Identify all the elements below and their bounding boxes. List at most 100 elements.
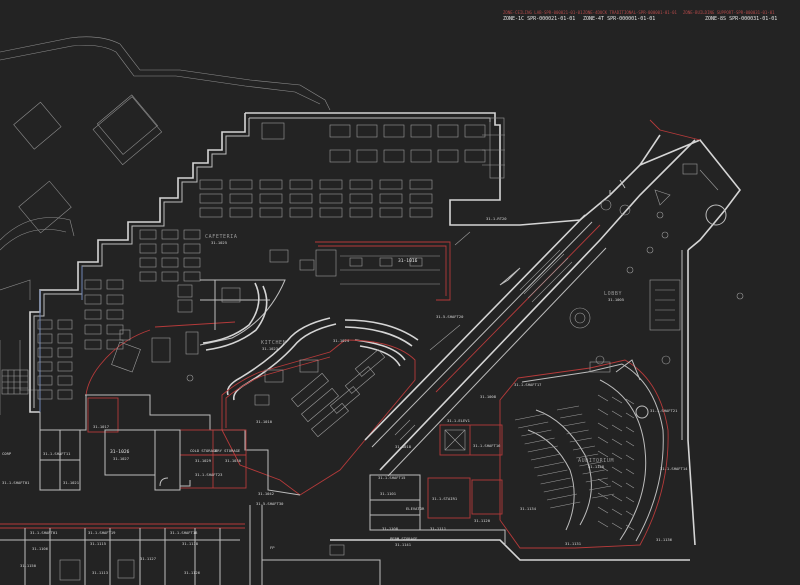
dining-table bbox=[356, 149, 378, 163]
shaft-30-label: 31-5-SHAFT30 bbox=[256, 501, 284, 506]
dining-table bbox=[106, 279, 124, 290]
dining-table bbox=[139, 243, 157, 254]
servery-number: 31-1016 bbox=[398, 258, 418, 264]
dining-table bbox=[57, 319, 73, 330]
shaft-11-label: 31-1-SHAFT11 bbox=[43, 451, 71, 456]
room-1027: 31-1027 bbox=[113, 456, 129, 461]
dining-table bbox=[199, 207, 223, 218]
dining-table bbox=[464, 149, 486, 163]
auditorium-label: AUDITORIUM bbox=[578, 458, 614, 464]
dining-table bbox=[319, 193, 343, 204]
room-1136: 31-1136 bbox=[656, 537, 673, 542]
dining-table bbox=[139, 271, 157, 282]
dining-table bbox=[183, 229, 201, 240]
shaft-17-label: 31-1-SHAFT17 bbox=[514, 382, 541, 387]
dining-table bbox=[383, 124, 405, 138]
shaft-23-label: 31-1-SHAFT23 bbox=[195, 472, 222, 477]
dining-table bbox=[319, 207, 343, 218]
zone-1c-sub: ZONE-CEILING LAB-SPR-000021-01-01 bbox=[503, 10, 583, 15]
dining-table bbox=[464, 124, 486, 138]
room-1101: 31-1101 bbox=[380, 491, 397, 496]
dining-table bbox=[259, 207, 283, 218]
room-1111: 31-1111 bbox=[430, 526, 447, 531]
kitchen-number-3: 31-1024 bbox=[333, 338, 350, 343]
dining-table bbox=[84, 309, 102, 320]
kitchen-number: 31-1023 bbox=[262, 346, 278, 351]
dining-table bbox=[57, 361, 73, 372]
fp-label: FP bbox=[270, 545, 275, 550]
shaft-14-label: 31-1-SHAFT14 bbox=[660, 466, 688, 471]
dining-table bbox=[349, 207, 373, 218]
dining-table bbox=[437, 124, 459, 138]
dining-table bbox=[379, 193, 403, 204]
zone-8s-sub: ZONE-BUILDING SUPPORT-SPR-000031-01-01 bbox=[683, 10, 775, 15]
dining-table bbox=[289, 207, 313, 218]
cold-storage-label: COLD STORAGE bbox=[190, 448, 218, 453]
cafeteria-tables bbox=[37, 124, 486, 400]
cafeteria-label: CAFETERIA bbox=[205, 234, 238, 240]
cafeteria-number: 31-1025 bbox=[211, 240, 227, 245]
dining-table bbox=[57, 347, 73, 358]
elevator-word: ELEVATOR bbox=[406, 506, 425, 511]
dining-table bbox=[106, 309, 124, 320]
west-dining bbox=[39, 329, 301, 496]
room-1106: 31-1106 bbox=[32, 546, 49, 551]
room-1026: 31-1026 bbox=[110, 449, 130, 455]
bottom-strip bbox=[0, 505, 690, 585]
zone-1c-title: ZONE-1C SPR-000021-01-01 bbox=[503, 16, 575, 22]
room-1131: 31-1131 bbox=[565, 541, 582, 546]
dining-table bbox=[84, 294, 102, 305]
shaft-21-label: 31-1-SHAFT21 bbox=[650, 408, 678, 413]
dining-table bbox=[349, 179, 373, 190]
dining-table bbox=[379, 207, 403, 218]
dining-table bbox=[106, 294, 124, 305]
perm-storage-label: PERM STORAGE bbox=[390, 536, 418, 541]
dining-table bbox=[329, 149, 351, 163]
dining-table bbox=[177, 284, 193, 298]
dining-table bbox=[37, 361, 53, 372]
entry-doors bbox=[159, 477, 191, 487]
dining-table bbox=[177, 299, 193, 313]
dining-table bbox=[139, 257, 157, 268]
shaft-20-label: 31-5-SHAFT20 bbox=[436, 314, 464, 319]
room-1134: 31-1134 bbox=[520, 506, 537, 511]
stair-label: 31-1-STAIR1 bbox=[432, 496, 458, 501]
central-core bbox=[369, 419, 506, 545]
room-1126: 31-1126 bbox=[184, 570, 201, 575]
zone-4t-title: ZONE-4T SPR-000001-01-01 bbox=[583, 16, 655, 22]
dining-table bbox=[319, 179, 343, 190]
auditorium-number: 31-1128 bbox=[588, 464, 605, 469]
storage-rooms bbox=[39, 397, 247, 491]
room-1150: 31-1150 bbox=[20, 563, 37, 568]
dining-table bbox=[106, 324, 124, 335]
dining-table bbox=[259, 179, 283, 190]
auditorium bbox=[499, 359, 669, 549]
west-facade bbox=[29, 113, 250, 413]
dining-table bbox=[37, 333, 53, 344]
room-1042: 31-1042 bbox=[258, 491, 274, 496]
dining-table bbox=[139, 229, 157, 240]
dining-table bbox=[269, 249, 289, 263]
dining-table bbox=[409, 207, 433, 218]
dining-table bbox=[410, 149, 432, 163]
shaft-15-label: 31-1-SHAFT15 bbox=[378, 475, 405, 480]
dining-table bbox=[106, 339, 124, 350]
dining-table bbox=[356, 124, 378, 138]
room-1017: 31-1017 bbox=[93, 424, 109, 429]
dining-table bbox=[183, 257, 201, 268]
dining-table bbox=[57, 333, 73, 344]
zone-headers: ZONE-CEILING LAB-SPR-000021-01-01 ZONE-1… bbox=[503, 10, 777, 22]
north-shaft-label: 31-1-RT20 bbox=[486, 216, 507, 221]
dining-table bbox=[161, 229, 179, 240]
dining-table bbox=[57, 389, 73, 400]
dining-table bbox=[199, 179, 223, 190]
dining-table bbox=[289, 179, 313, 190]
dining-table bbox=[37, 347, 53, 358]
room-1021: 31-1021 bbox=[63, 480, 80, 485]
dining-table bbox=[299, 259, 315, 271]
dry-storage-label: DRY STORAGE bbox=[215, 448, 241, 453]
kitchen-label: KITCHEN bbox=[261, 340, 286, 346]
dining-table bbox=[161, 271, 179, 282]
corp-label: CORP bbox=[2, 451, 12, 456]
